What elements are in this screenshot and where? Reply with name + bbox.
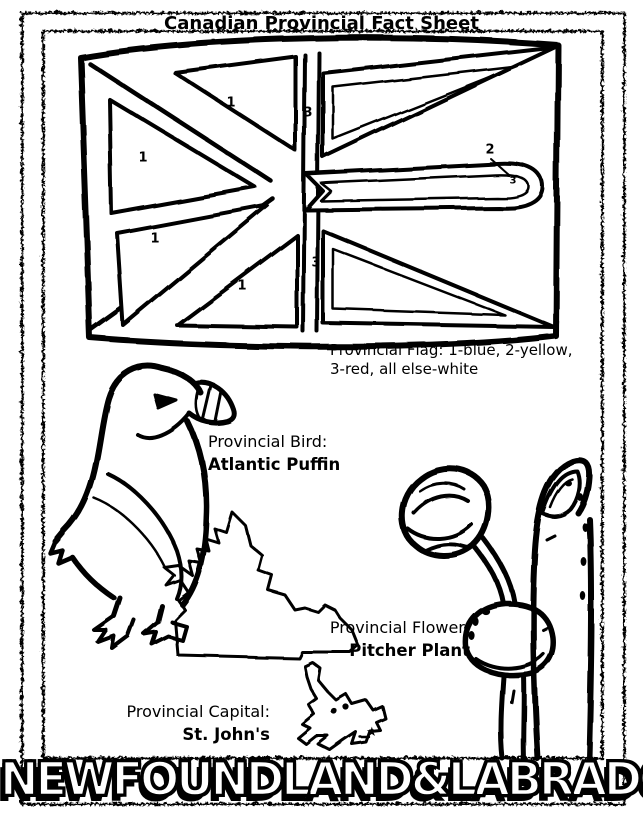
capital-fact: Provincial Capital: St. John's (78, 700, 270, 746)
flag-outline-drawing (77, 34, 561, 350)
flag-label-arrow-tip: 3 (509, 175, 517, 187)
flag-label-blue-left: 1 (138, 150, 148, 166)
flag-color-key: Provincial Flag: 1-blue, 2-yellow, 3-red… (330, 341, 590, 379)
flower-value: Pitcher Plant (349, 641, 470, 660)
pitcher-plant-illustration (385, 450, 595, 761)
flag-label-blue-top: 1 (226, 95, 236, 111)
capital-value: St. John's (182, 725, 270, 744)
bird-heading: Provincial Bird: (208, 432, 328, 451)
flower-heading: Provincial Flower: (329, 618, 470, 637)
flag-label-blue-bottom: 1 (237, 278, 247, 294)
flag-label-yellow-arrow: 2 (485, 142, 495, 158)
flag-label-red-top: 3 (303, 105, 313, 121)
capital-heading: Provincial Capital: (126, 702, 270, 721)
newfoundland-labrador-map (158, 505, 393, 760)
flower-fact: Provincial Flower: Pitcher Plant (278, 616, 470, 662)
bird-fact: Provincial Bird: Atlantic Puffin (208, 430, 340, 476)
atlantic-puffin-illustration (47, 358, 240, 650)
flag-illustration: 1 3 1 2 3 1 3 1 (57, 33, 567, 350)
bird-value: Atlantic Puffin (208, 455, 341, 474)
flag-label-red-bottom: 3 (311, 255, 321, 271)
flag-color-key-line2: 3-red, all else-white (330, 360, 479, 378)
flag-color-key-line1: Provincial Flag: 1-blue, 2-yellow, (330, 341, 573, 359)
page-title: Canadian Provincial Fact Sheet (164, 13, 479, 34)
province-name-banner: NEWFOUNDLAND&LABRADOR (0, 751, 643, 807)
capital-star-icon: ★ (366, 725, 378, 740)
flag-label-blue-lower-left: 1 (150, 231, 160, 247)
